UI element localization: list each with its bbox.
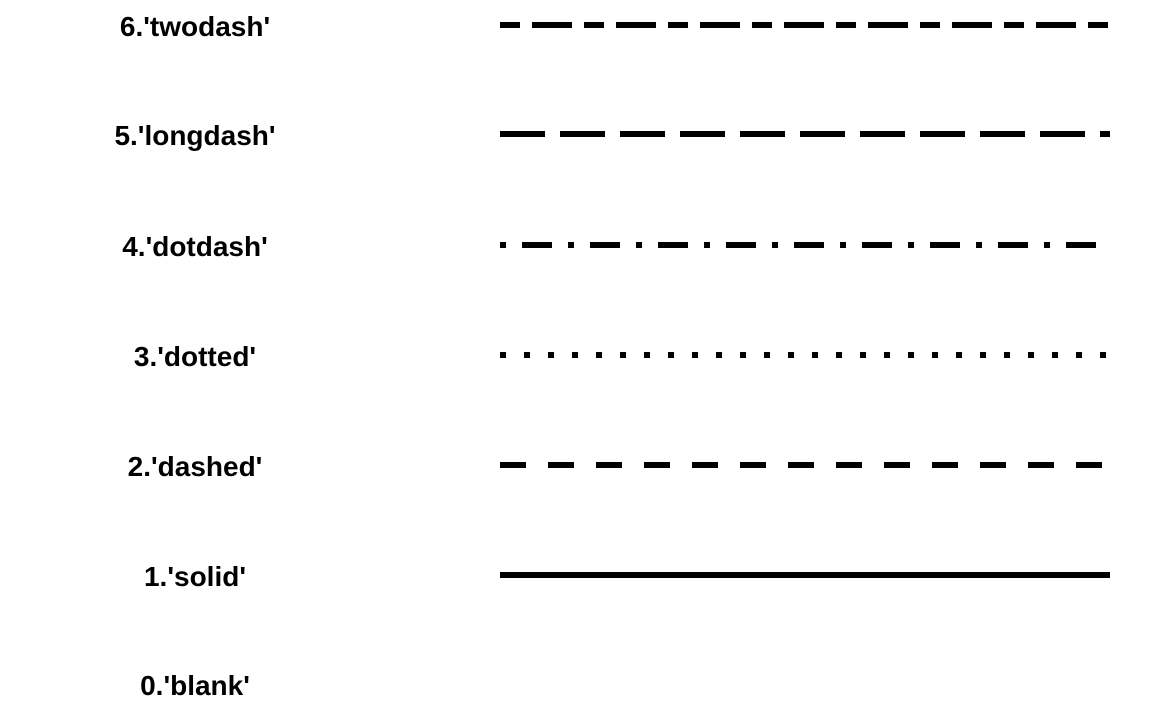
line-type-row-longdash: 5.'longdash': [114, 120, 1110, 151]
line-type-row-dashed: 2.'dashed': [128, 451, 1104, 482]
line-type-label-dashed: 2.'dashed': [128, 451, 263, 482]
line-type-label-blank: 0.'blank': [140, 670, 250, 701]
line-type-row-blank: 0.'blank': [140, 670, 250, 701]
line-type-row-dotted: 3.'dotted': [134, 341, 1108, 372]
line-type-row-twodash: 6.'twodash': [120, 11, 1110, 42]
line-type-label-dotdash: 4.'dotdash': [122, 231, 268, 262]
line-type-row-dotdash: 4.'dotdash': [122, 231, 1104, 262]
line-type-label-twodash: 6.'twodash': [120, 11, 270, 42]
line-type-label-dotted: 3.'dotted': [134, 341, 256, 372]
line-type-label-solid: 1.'solid': [144, 561, 246, 592]
line-type-row-solid: 1.'solid': [144, 561, 1110, 592]
line-type-label-longdash: 5.'longdash': [114, 120, 275, 151]
